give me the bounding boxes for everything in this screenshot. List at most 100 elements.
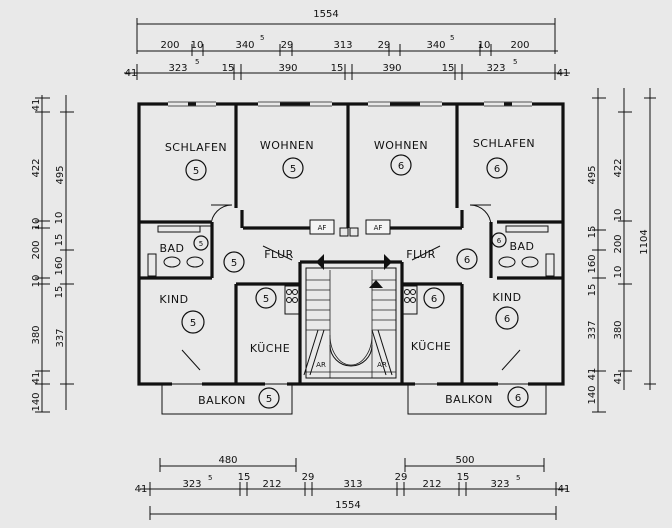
label-ar-right: AR [377,361,387,369]
dim-top-r1: 200 [160,40,179,51]
dim-top-r1: 200 [510,40,529,51]
dim-left: 15 [54,286,65,299]
room-label-balkon-left: BALKON [198,394,246,407]
dim-bottom-r2: 41 [135,484,148,495]
dim-right: 10 [613,266,624,279]
dim-bottom-r2: 323 [490,479,509,490]
dim-top-r1: 5 [450,34,454,42]
room-label-schlafen-right: SCHLAFEN [473,137,535,150]
balcony-left [161,383,293,415]
dim-top-r1: 340 [426,40,445,51]
unit-circles-right: 6 6 6 6 6 6 6 [390,154,529,408]
dim-top-r2: 5 [513,58,517,66]
unit-number: 6 [504,314,510,325]
dim-bottom-r2: 41 [558,484,571,495]
outer-wall [137,102,565,386]
dim-left: 10 [31,275,42,288]
arrow-right-icon [384,254,392,270]
dim-bottom-r2: 313 [343,479,362,490]
dim-top-r2: 41 [125,68,138,79]
af-box-left [309,219,335,235]
balcony-right [407,383,547,415]
dim-bottom-r2: 323 [182,479,201,490]
dim-left: 495 [55,165,66,184]
unit-number: 6 [464,255,470,266]
dim-top-r2: 323 [486,63,505,74]
af-box-right [365,219,391,235]
room-label-bad-right: BAD [509,240,534,253]
unit-number: 6 [398,161,404,172]
unit-number: 5 [290,164,296,175]
dim-right: 41 [587,368,598,381]
label-af-left: AF [318,224,327,232]
room-label-wohnen-right: WOHNEN [374,139,428,152]
unit-number: 5 [199,240,203,248]
dim-top-r2: 41 [557,68,570,79]
dim-left: 200 [31,240,42,259]
label-ar-left: AR [316,361,326,369]
dim-top-r1: 29 [378,40,391,51]
dim-top-r1: 5 [260,34,264,42]
room-label-kueche-right: KÜCHE [411,340,451,353]
dim-left-inner: 495 10 337 [54,165,66,347]
dim-bottom-r2: 29 [302,472,315,483]
dim-right: 10 [613,209,624,222]
dim-left: 140 [31,392,42,411]
dim-top-r2: 15 [222,63,235,74]
dim-bottom-r1: 480 [218,455,237,466]
arrow-left-icon [316,254,324,270]
dim-top-r2: 390 [382,63,401,74]
dim-left: 10 [54,212,65,225]
dim-left: 337 [55,328,66,347]
dim-bottom-r2: 15 [238,472,251,483]
dim-right: 422 [613,158,624,177]
dimension-lines [35,18,656,520]
dim-bottom-r2: 5 [208,474,212,482]
dim-bottom-r2: 212 [262,479,281,490]
dim-right: 41 [613,372,624,385]
room-label-wohnen-left: WOHNEN [260,139,314,152]
dim-left: 422 [31,158,42,177]
dim-right-inner: 422 10 200 10 380 41 1104 [613,158,650,384]
dim-right: 15 [587,226,598,239]
dim-top-r1: 10 [478,40,491,51]
dim-left: 380 [31,325,42,344]
unit-number: 6 [494,164,500,175]
ar-shafts [303,329,393,376]
dim-top-r2: 15 [442,63,455,74]
dim-left: 41 [31,372,42,385]
room-label-flur-left: FLUR [264,248,294,261]
dim-left: 160 [54,256,65,275]
dim-right: 160 [587,254,598,273]
kitchen-fixtures [284,285,418,315]
dim-right-total: 1104 [639,229,650,254]
dim-left: 15 [54,234,65,247]
unit-number: 5 [190,318,196,329]
room-label-kueche-left: KÜCHE [250,342,290,355]
dim-left: 41 [31,99,42,112]
dim-top-r2: 15 [331,63,344,74]
dim-top-r2: 5 [195,58,199,66]
dim-left: 10 [31,218,42,231]
dim-top-total: 1554 [313,9,338,20]
unit-number: 5 [231,258,237,269]
dim-bottom-r2: 5 [516,474,520,482]
dim-left-outer: 41 422 10 200 10 15 160 15 380 41 140 [31,99,65,412]
dim-top-r1: 10 [191,40,204,51]
unit-circles-left: 5 5 5 5 5 5 5 [181,157,304,409]
room-label-flur-right: FLUR [406,248,436,261]
room-label-kind-right: KIND [492,291,521,304]
dim-top-r1: 29 [281,40,294,51]
room-label-balkon-right: BALKON [445,393,493,406]
dim-right: 380 [613,320,624,339]
unit-number: 5 [263,294,269,305]
unit-number: 5 [266,394,272,405]
unit-number: 6 [431,294,437,305]
dim-top-r1: 313 [333,40,352,51]
dim-bottom-r1: 500 [455,455,474,466]
room-label-bad-left: BAD [159,242,184,255]
dim-right-outer: 495 15 160 15 337 140 41 [587,165,598,404]
dim-bottom-r2: 29 [395,472,408,483]
bath-fixtures [147,225,555,277]
